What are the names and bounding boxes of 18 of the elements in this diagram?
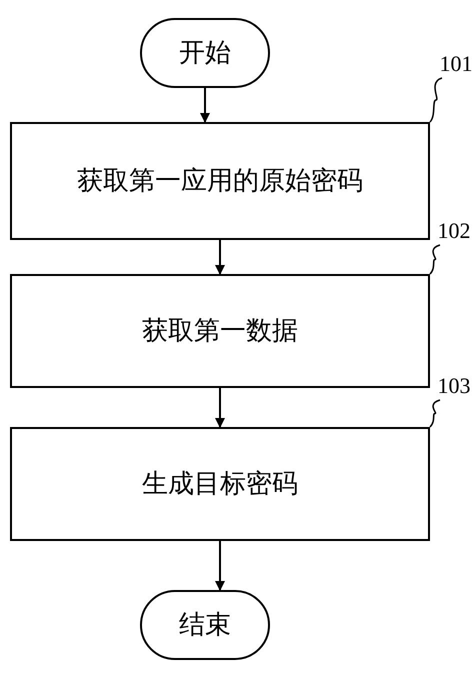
leader-line — [429, 244, 440, 274]
callout-number: 102 — [436, 217, 472, 245]
process-box — [10, 427, 430, 541]
node-text: 生成目标密码 — [142, 468, 298, 500]
arrow — [215, 240, 225, 275]
process-box — [10, 122, 430, 240]
node-text: 结束 — [179, 608, 231, 641]
callout-number: 101 — [438, 50, 474, 78]
arrow — [215, 541, 225, 591]
node-text: 获取第一数据 — [142, 314, 298, 347]
leader-line — [429, 399, 440, 428]
node-text: 获取第一应用的原始密码 — [77, 164, 363, 197]
callout-number: 103 — [436, 372, 472, 400]
node-text: 开始 — [179, 36, 231, 69]
leader-line — [429, 77, 442, 122]
arrow — [215, 388, 225, 428]
arrow — [200, 88, 210, 123]
process-box — [10, 274, 430, 388]
